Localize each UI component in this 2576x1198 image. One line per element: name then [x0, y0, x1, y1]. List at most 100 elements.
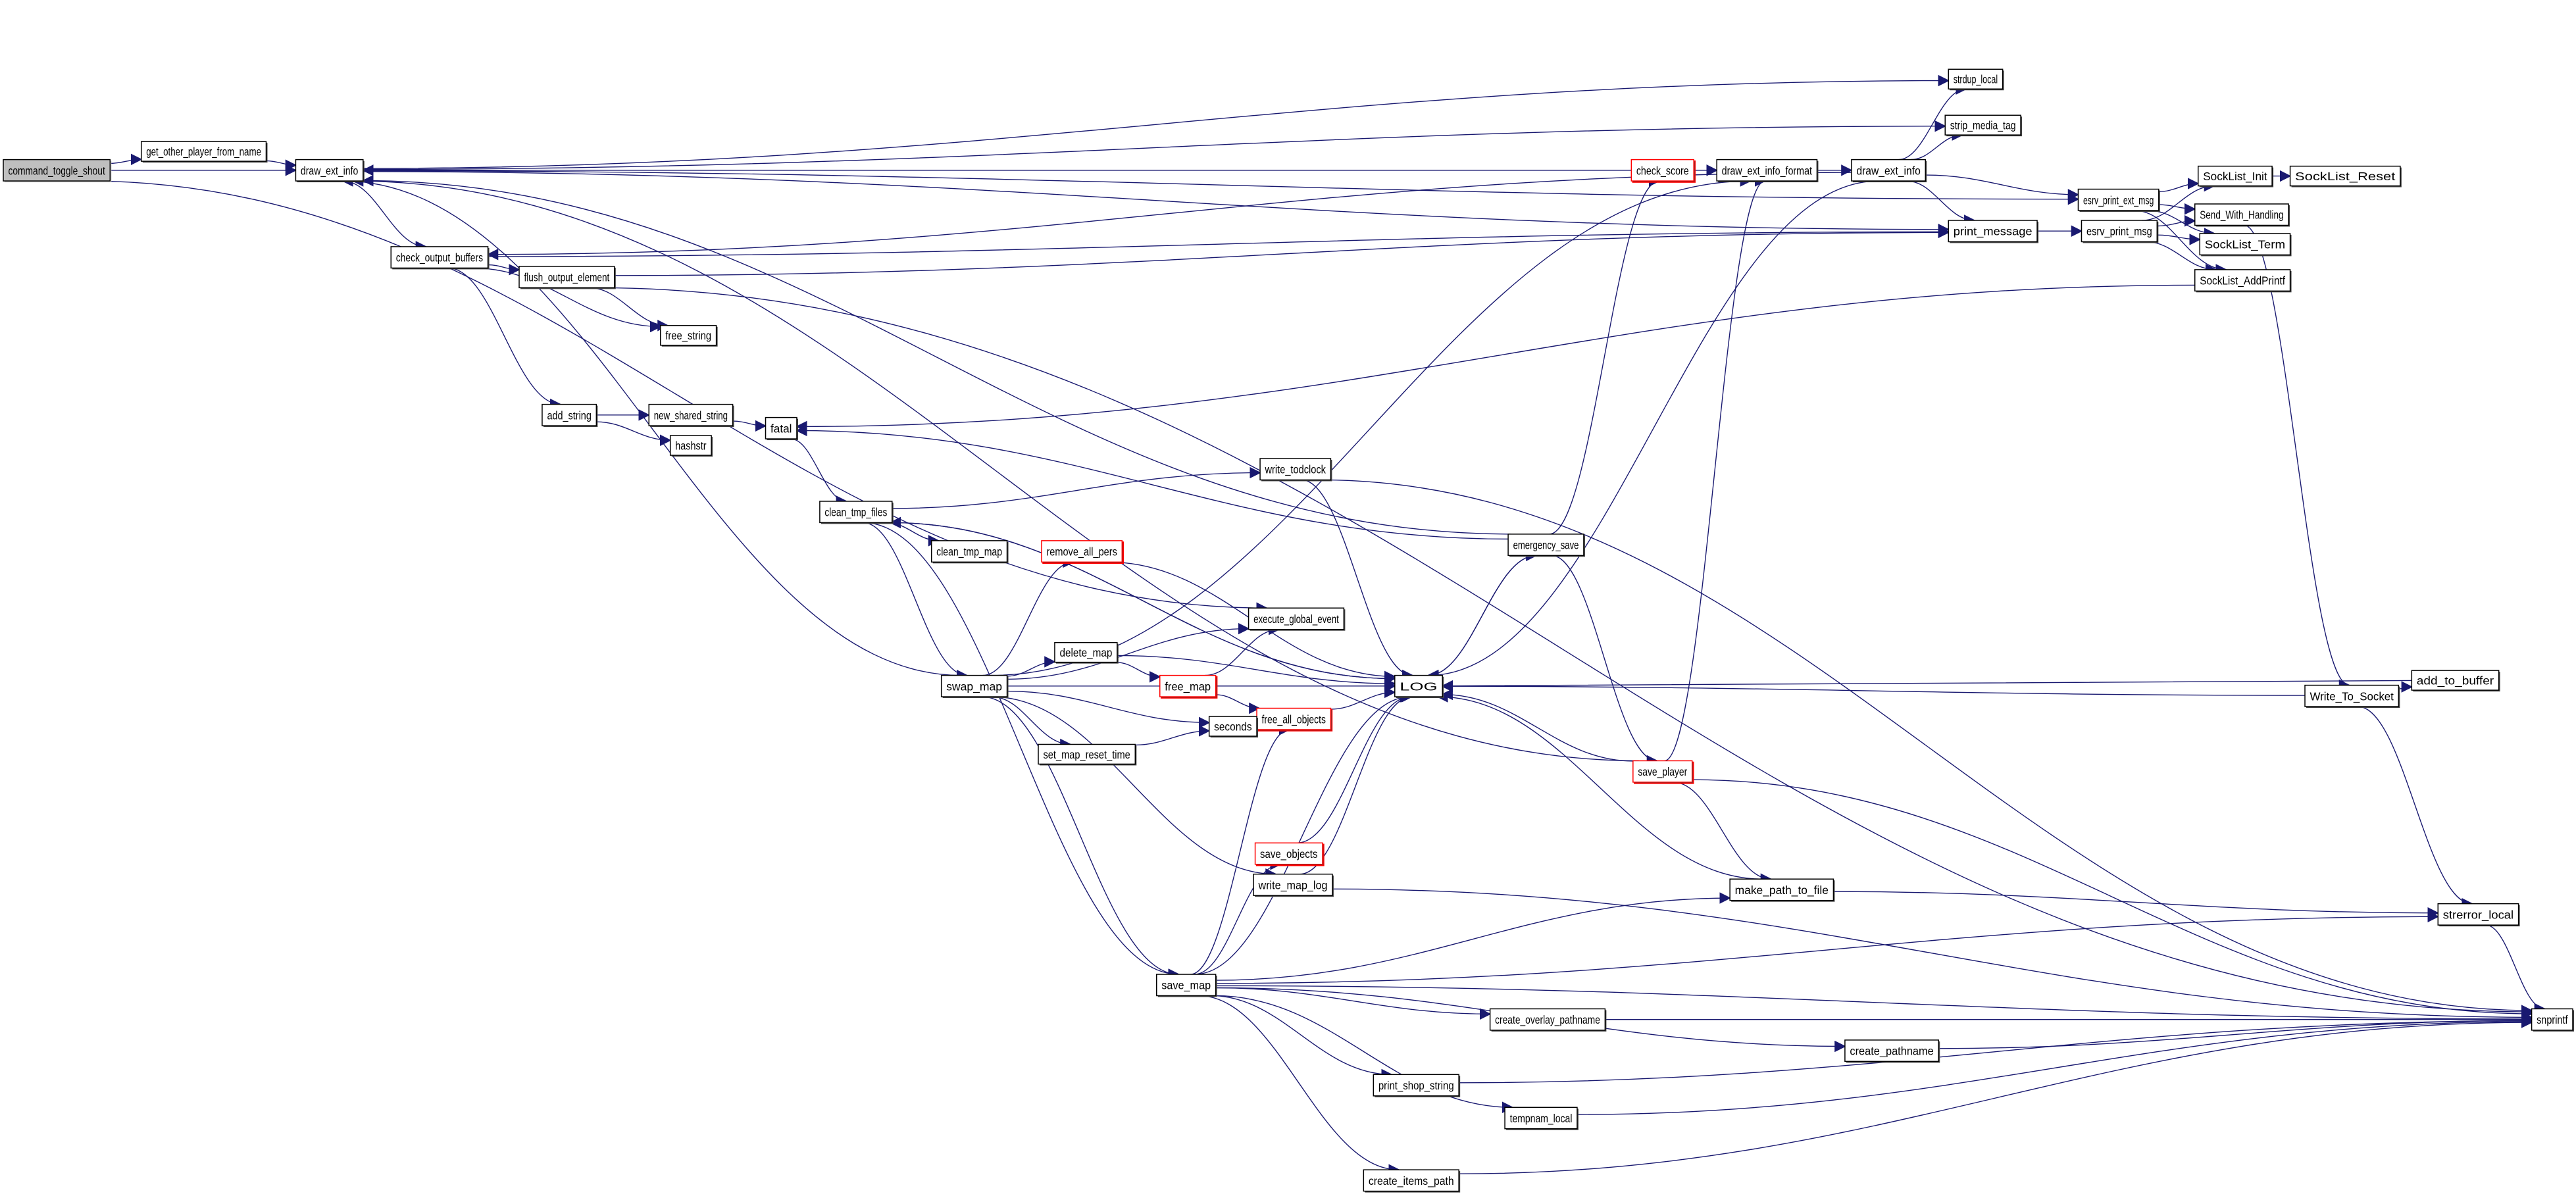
node-create-items-path[interactable]: create_items_path	[1363, 1169, 1461, 1193]
node-send-with-handling[interactable]: Send_With_Handling	[2194, 203, 2290, 227]
node-label: set_map_reset_time	[1043, 748, 1130, 762]
node-strdup-local[interactable]: strdup_local	[1948, 68, 2004, 91]
node-box	[819, 501, 893, 524]
edge-epm-to-slt	[2157, 234, 2201, 245]
node-write-to-socket[interactable]: Write_To_Socket	[2304, 684, 2400, 709]
node-fatal[interactable]: fatal	[765, 416, 798, 441]
node-create-pathname[interactable]: create_pathname	[1844, 1039, 1940, 1063]
node-esrv-print-msg[interactable]: esrv_print_msg	[2081, 220, 2159, 243]
node-box	[542, 403, 597, 426]
edge-splayer-to-deiL	[351, 175, 1639, 762]
edge-savemap-to-mptf	[1215, 892, 1731, 981]
node-label: make_path_to_file	[1735, 884, 1829, 897]
node-free-all-objects[interactable]: free_all_objects	[1256, 707, 1333, 732]
node-socklist-init[interactable]: SockList_Init	[2197, 165, 2274, 187]
node-box	[2437, 903, 2519, 926]
node-execute-global-event[interactable]: execute_global_event	[1248, 607, 1346, 631]
edge-deiR-to-LOG	[1427, 180, 1879, 682]
node-free-map[interactable]: free_map	[1159, 674, 1218, 699]
edge-epm-to-swh	[2157, 215, 2196, 227]
node-label: save_objects	[1260, 847, 1317, 861]
node-strip-media-tag[interactable]: strip_media_tag	[1944, 114, 2023, 137]
node-make-path-to-file[interactable]: make_path_to_file	[1729, 878, 1835, 902]
node-box	[2197, 165, 2273, 187]
edge-deiL-to-smt	[363, 120, 1946, 170]
node-emergency-save[interactable]: emergency_save	[1507, 534, 1585, 557]
node-clean-tmp-map[interactable]: clean_tmp_map	[930, 540, 1009, 564]
node-save-player[interactable]: save_player	[1632, 760, 1694, 784]
edge-strerr-to-snprintf	[2485, 924, 2546, 1015]
node-box	[1632, 760, 1693, 783]
edge-cts-to-ege	[86, 180, 1268, 614]
edge-swap-to-rap	[982, 556, 1074, 676]
node-create-overlay-pathname[interactable]: create_overlay_pathname	[1489, 1008, 1607, 1032]
node-label: fatal	[770, 422, 792, 435]
node-socklist-addprintf[interactable]: SockList_AddPrintf	[2194, 269, 2292, 293]
node-print-message[interactable]: print_message	[1948, 220, 2039, 243]
node-save-map[interactable]: save_map	[1156, 974, 1217, 997]
edge-delmap-to-freemap	[1115, 661, 1161, 683]
edge-deiL-to-cob	[343, 180, 428, 253]
edge-wml-to-snprintf	[1332, 888, 2533, 1024]
node-label: get_other_player_from_name	[146, 145, 261, 159]
node-remove-all-pers[interactable]: remove_all_pers	[1041, 540, 1124, 564]
node-box	[295, 159, 364, 182]
node-esrv-print-ext-msg[interactable]: esrv_print_ext_msg	[2077, 188, 2160, 212]
node-set-map-reset-time[interactable]: set_map_reset_time	[1038, 743, 1137, 766]
edge-slap-to-fatal	[796, 284, 2195, 433]
edge-deiR-to-strdup	[1898, 83, 1967, 161]
node-log[interactable]: LOG	[1394, 674, 1444, 699]
node-box	[2531, 1008, 2573, 1031]
node-add-to-buffer[interactable]: add_to_buffer	[2411, 670, 2500, 692]
node-print-shop-string[interactable]: print_shop_string	[1373, 1074, 1461, 1097]
node-get-other-player-from-name[interactable]: get_other_player_from_name	[140, 141, 268, 163]
node-label: LOG	[1400, 680, 1437, 693]
node-check-score[interactable]: check_score	[1630, 159, 1696, 183]
node-draw-ext-info[interactable]: draw_ext_info	[1851, 159, 1927, 183]
node-box	[1254, 842, 1323, 865]
node-write-map-log[interactable]: write_map_log	[1253, 873, 1334, 897]
node-box	[765, 416, 797, 439]
edge-fao-to-LOG	[1330, 686, 1396, 710]
node-draw-ext-info-format[interactable]: draw_ext_info_format	[1716, 159, 1819, 183]
node-command-toggle-shout[interactable]: command_toggle_shout	[3, 159, 112, 183]
edge-swh-to-wts	[2244, 224, 2351, 691]
edge-atb-to-LOG	[1441, 680, 2412, 692]
node-swap-map[interactable]: swap_map	[940, 674, 1009, 699]
node-strerror-local[interactable]: strerror_local	[2437, 903, 2520, 927]
edge-splayer-to-deif	[1664, 175, 1767, 762]
edge-deiR-to-smt	[1911, 129, 1964, 161]
node-box	[1729, 878, 1834, 901]
edge-esave-to-cscore	[1549, 175, 1661, 535]
edge-savemap-to-snprintf	[1215, 985, 2533, 1025]
edge-swap-to-deif	[990, 175, 1752, 676]
node-check-output-buffers[interactable]: check_output_buffers	[390, 246, 490, 270]
node-delete-map[interactable]: delete_map	[1054, 641, 1119, 664]
node-label: create_overlay_pathname	[1495, 1013, 1600, 1027]
edge-foe-to-pm	[614, 226, 1950, 276]
node-save-objects[interactable]: save_objects	[1254, 842, 1325, 866]
node-snprintf[interactable]: snprintf	[2531, 1008, 2575, 1032]
edge-foe-to-snprintf	[595, 287, 2533, 1018]
edge-tnl-to-snprintf	[1577, 1015, 2533, 1115]
node-label: check_output_buffers	[396, 251, 483, 265]
node-label: free_all_objects	[1262, 712, 1326, 726]
node-hashstr[interactable]: hashstr	[669, 435, 713, 457]
node-free-string[interactable]: free_string	[659, 325, 718, 347]
node-box	[648, 403, 734, 426]
node-seconds[interactable]: seconds	[1208, 716, 1259, 737]
edge-wts-to-atb	[2398, 681, 2413, 693]
node-write-todclock[interactable]: write_todclock	[1259, 458, 1332, 482]
node-box	[1373, 1074, 1459, 1097]
node-flush-output-element[interactable]: flush_output_element	[518, 266, 616, 289]
node-socklist-reset[interactable]: SockList_Reset	[2289, 165, 2402, 187]
node-tempnam-local[interactable]: tempnam_local	[1504, 1107, 1578, 1130]
node-add-string[interactable]: add_string	[542, 403, 598, 428]
node-new-shared-string[interactable]: new_shared_string	[648, 403, 734, 428]
node-label: print_message	[1954, 225, 2033, 239]
node-socklist-term[interactable]: SockList_Term	[2199, 233, 2292, 257]
node-box	[1630, 159, 1694, 182]
node-box	[2199, 233, 2291, 256]
node-clean-tmp-files[interactable]: clean_tmp_files	[819, 501, 894, 524]
node-draw-ext-info[interactable]: draw_ext_info	[295, 159, 365, 183]
